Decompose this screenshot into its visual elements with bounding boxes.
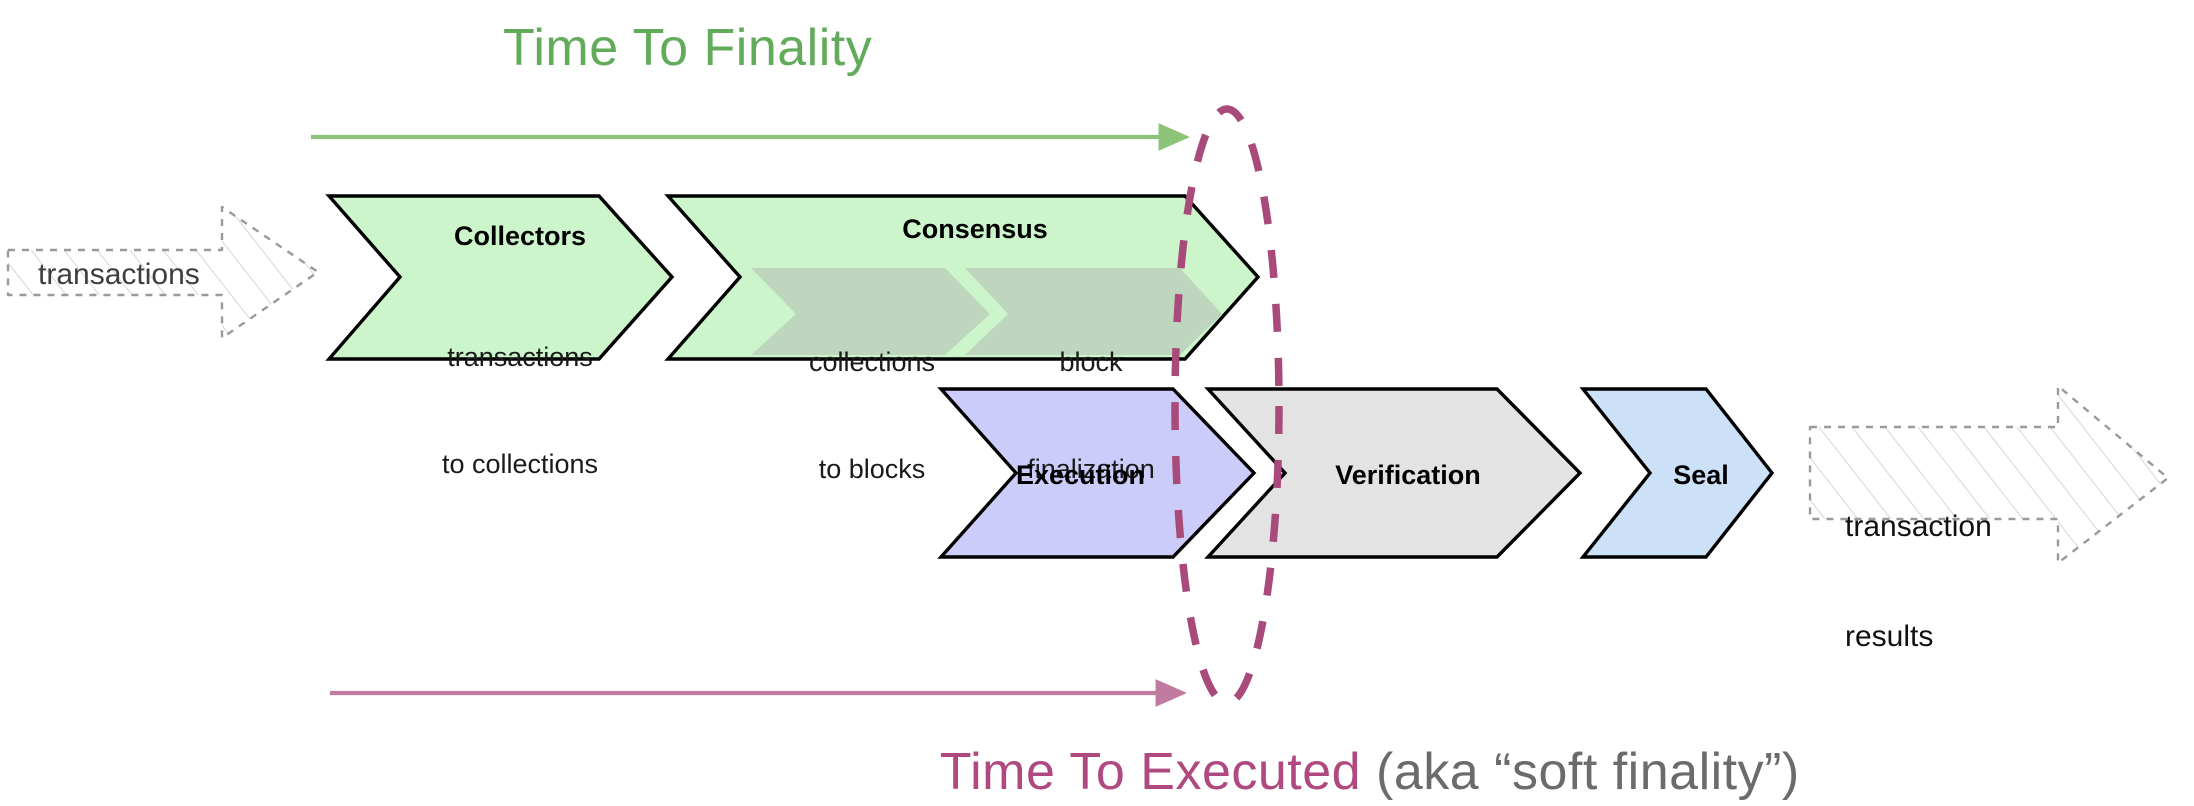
- transaction-results-output-arrow: [1808, 384, 2170, 565]
- finality-boundary-ellipse: [1171, 105, 1283, 707]
- consensus-chevron[interactable]: [664, 194, 1261, 361]
- seal-chevron[interactable]: [1579, 387, 1775, 559]
- verification-chevron[interactable]: [1204, 387, 1583, 559]
- transactions-input-arrow: [6, 205, 320, 340]
- collectors-chevron[interactable]: [325, 194, 675, 361]
- execution-chevron[interactable]: [937, 387, 1257, 559]
- block-finalization-subchevron: [965, 268, 1222, 355]
- collections-to-blocks-subchevron: [751, 268, 990, 355]
